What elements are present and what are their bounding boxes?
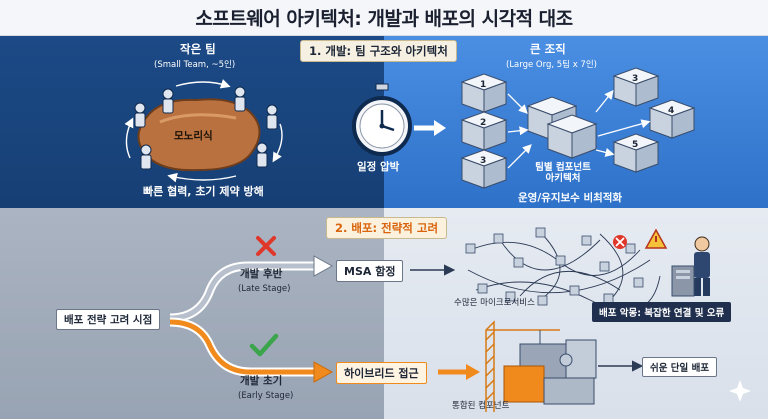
small-team-subtitle: (Small Team, ~5인) [154, 60, 236, 70]
team-cubes [460, 67, 696, 189]
success-check-icon [249, 333, 279, 357]
small-team-caption: 빠른 협력, 초기 제약 방해 [143, 185, 264, 198]
sparkle-icon [729, 380, 751, 402]
decision-point-box: 배포 전략 고려 시점 [56, 309, 161, 330]
early-stage-sublabel: (Early Stage) [238, 391, 294, 401]
late-stage-label: 개발 후반 [240, 268, 283, 280]
title-bar: 소프트웨어 아키텍처: 개발과 배포의 시각적 대조 [0, 0, 768, 36]
deploy-nightmare-label: 배포 악몽: 복잡한 연결 및 오류 [592, 302, 732, 322]
failure-x-icon [256, 236, 276, 256]
team-number-4: 4 [668, 106, 675, 116]
component-architecture-label: 팀별 컴포넌트 아키텍처 [535, 162, 591, 184]
section-development-label: 1. 개발: 팀 구조와 아키텍처 [300, 40, 457, 62]
team-number-3b: 3 [632, 74, 639, 84]
team-number-2: 2 [480, 118, 487, 128]
late-stage-sublabel: (Late Stage) [238, 284, 291, 294]
small-team-title: 작은 팀 [180, 42, 216, 56]
crane-icon [485, 320, 560, 412]
team-number-5: 5 [632, 140, 639, 150]
microservices-label: 수많은 마이크로서비스 [454, 298, 535, 308]
integrated-components-label: 통합된 컴포넌트 [452, 401, 510, 411]
team-number-3: 3 [480, 156, 487, 166]
hybrid-approach-box: 하이브리드 접근 [336, 362, 427, 384]
large-org-title: 큰 조직 [530, 42, 566, 56]
team-member-icons [134, 86, 278, 170]
frustrated-operator-icon [671, 236, 710, 297]
easy-deploy-box: 쉬운 단일 배포 [642, 357, 718, 377]
schedule-pressure-label: 일정 압박 [357, 161, 400, 173]
msa-trap-box: MSA 함정 [336, 260, 404, 282]
early-branch-path [169, 317, 316, 377]
large-org-subtitle: (Large Org, 5팀 x 7인) [506, 60, 597, 70]
monolith-label: 모노리식 [174, 130, 213, 142]
team-number-1: 1 [480, 80, 487, 90]
team-flow-arrows [507, 89, 651, 169]
collaboration-cycle-arrows [124, 79, 283, 183]
microservice-tangle [465, 227, 661, 312]
early-stage-label: 개발 초기 [240, 375, 283, 387]
stopwatch-icon [352, 83, 412, 156]
large-org-caption: 운영/유지보수 비최적화 [518, 192, 623, 204]
section-deployment-label: 2. 배포: 전략적 고려 [326, 217, 448, 239]
integrated-component-blocks [503, 339, 597, 405]
page-title: 소프트웨어 아키텍처: 개발과 배포의 시각적 대조 [195, 8, 573, 30]
